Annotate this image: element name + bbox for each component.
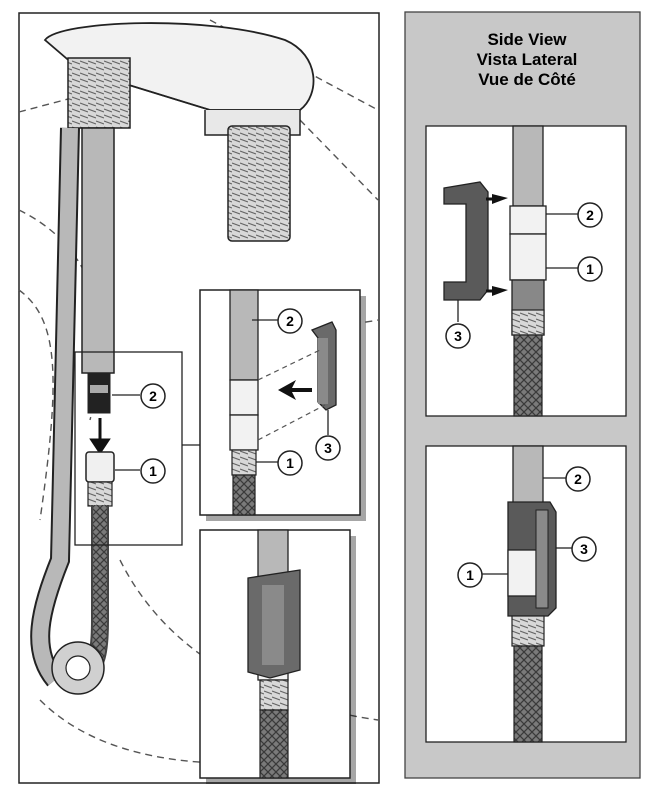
title-line-english: Side View bbox=[487, 30, 567, 49]
callout-main-2: 2 bbox=[112, 383, 166, 409]
callout-label: 2 bbox=[149, 388, 157, 404]
callout-label: 1 bbox=[149, 463, 157, 479]
callout-label: 2 bbox=[574, 471, 582, 487]
callout-main-1: 1 bbox=[115, 458, 166, 484]
callout-label: 2 bbox=[286, 313, 294, 329]
callout-label: 3 bbox=[454, 328, 462, 344]
callout-inset-1: 1 bbox=[256, 450, 303, 476]
arrow-lower bbox=[492, 286, 508, 296]
callout-label: 1 bbox=[466, 567, 474, 583]
callout-side-bottom-2: 2 bbox=[543, 466, 591, 492]
callout-label: 2 bbox=[586, 207, 594, 223]
side-view-title: Side View Vista Lateral Vue de Côté bbox=[412, 30, 642, 90]
callout-label: 3 bbox=[580, 541, 588, 557]
left-arrow bbox=[278, 380, 312, 400]
zoom-box bbox=[74, 351, 183, 546]
callout-side-top-3: 3 bbox=[445, 300, 471, 349]
callout-side-top-1: 1 bbox=[546, 256, 603, 282]
callout-label: 1 bbox=[586, 261, 594, 277]
right-threaded-shank bbox=[227, 125, 291, 242]
callout-side-top-2: 2 bbox=[546, 202, 603, 228]
callout-label: 1 bbox=[286, 455, 294, 471]
main-hose bbox=[81, 127, 115, 414]
down-arrow bbox=[89, 418, 111, 455]
inset-connect: 2 1 3 bbox=[199, 289, 366, 521]
side-view-top-inset: 2 1 3 bbox=[425, 125, 627, 417]
callout-side-bottom-3: 3 bbox=[556, 536, 597, 562]
hose-connector bbox=[85, 451, 115, 483]
hose-weight bbox=[51, 641, 105, 695]
left-threaded-shank bbox=[67, 57, 131, 129]
callout-side-bottom-1: 1 bbox=[457, 562, 508, 588]
side-clip bbox=[443, 181, 489, 301]
callout-inset-2: 2 bbox=[252, 308, 303, 334]
side-view-bottom-inset: 2 3 1 bbox=[425, 445, 627, 743]
callout-inset-3: 3 bbox=[315, 410, 341, 461]
inset-assembled bbox=[199, 529, 356, 784]
title-line-spanish: Vista Lateral bbox=[476, 50, 578, 69]
title-line-french: Vue de Côté bbox=[478, 70, 576, 89]
callout-label: 3 bbox=[324, 440, 332, 456]
arrow-upper bbox=[492, 194, 508, 204]
